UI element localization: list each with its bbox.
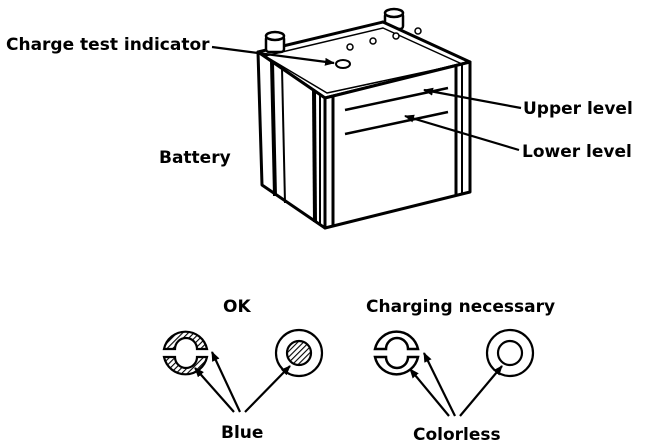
lower-level-line (344, 110, 449, 136)
blue-label: Blue (221, 423, 264, 443)
ok-label: OK (223, 297, 251, 317)
battery-label: Battery (159, 148, 231, 168)
indicator-charge-round (485, 328, 535, 378)
battery-callouts (211, 45, 522, 152)
charge-indicator-window (335, 59, 351, 69)
indicator-charge-split (373, 330, 420, 376)
battery-terminal-front (264, 30, 286, 54)
indicator-callouts (194, 351, 503, 417)
upper-level-arrow (423, 87, 522, 110)
indicator-ok-round (274, 328, 324, 378)
charge-test-indicator-label: Charge test indicator (6, 35, 210, 55)
indicator-ok-split (162, 330, 209, 376)
lower-level-label: Lower level (522, 142, 632, 162)
battery-illustration (256, 7, 472, 230)
upper-level-label: Upper level (523, 99, 633, 119)
charging-necessary-label: Charging necessary (366, 297, 556, 317)
charge-indicator-arrow (211, 45, 335, 66)
colorless-label: Colorless (413, 425, 501, 445)
lower-level-arrow (404, 114, 520, 152)
